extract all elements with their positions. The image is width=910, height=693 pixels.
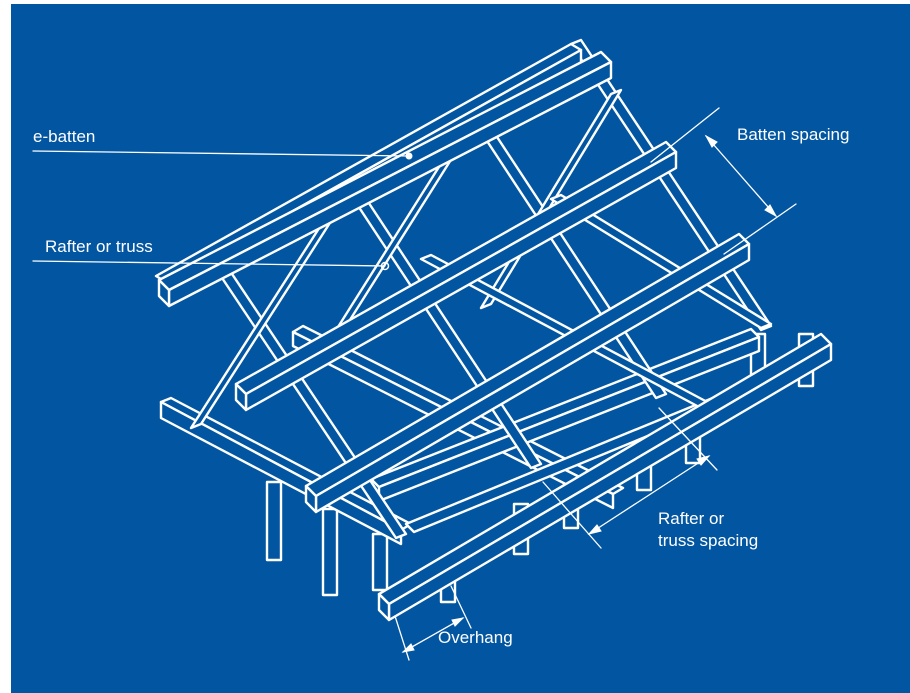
- arrowhead: [696, 455, 711, 466]
- e-batten-4-end: [377, 592, 391, 622]
- battens: [157, 50, 833, 622]
- arrowhead: [451, 617, 465, 627]
- overhang-label: Overhang: [438, 628, 513, 647]
- e-batten-top-end: [157, 278, 171, 308]
- rafter-leader: [32, 260, 386, 267]
- e-batten-top-face: [167, 60, 613, 308]
- rafter-spacing-label-line1: Rafter or: [658, 509, 725, 528]
- batten-spacing-dimension: [650, 107, 797, 255]
- extension-line: [394, 615, 410, 661]
- extension-line: [450, 585, 472, 629]
- diagram-canvas: e-batten Rafter or truss Batten spacing …: [11, 4, 910, 693]
- leader-lines: [32, 150, 413, 271]
- arrowhead: [704, 134, 718, 148]
- rafter-spacing-label-line2: truss spacing: [658, 531, 759, 550]
- dimension-line: [588, 455, 710, 535]
- wall-plates: [159, 324, 781, 546]
- dimension-line: [402, 617, 464, 653]
- e-batten-label: e-batten: [33, 127, 96, 146]
- overhang-dimension: [394, 585, 472, 661]
- roof-framing-illustration: [32, 38, 833, 661]
- wall-post: [265, 480, 283, 562]
- rafter-or-truss-label: Rafter or truss: [45, 237, 153, 256]
- rafter-spacing-dimension: [542, 407, 718, 549]
- batten-spacing-label: Batten spacing: [737, 125, 850, 144]
- wall-post: [321, 507, 339, 597]
- e-batten-leader-dot: [405, 152, 413, 160]
- rafter-leader-dot: [380, 261, 390, 271]
- dimension-line: [705, 135, 777, 217]
- arrowhead: [764, 204, 778, 218]
- wall-post: [371, 532, 389, 592]
- e-batten-leader: [32, 150, 410, 157]
- extension-line: [723, 203, 797, 255]
- extension-line: [658, 407, 718, 471]
- extension-line: [542, 481, 602, 549]
- e-batten-3-end: [304, 484, 318, 514]
- arrowhead: [587, 524, 602, 535]
- e-batten-2-end: [234, 382, 248, 412]
- extension-line: [650, 107, 720, 163]
- arrowhead: [401, 643, 415, 653]
